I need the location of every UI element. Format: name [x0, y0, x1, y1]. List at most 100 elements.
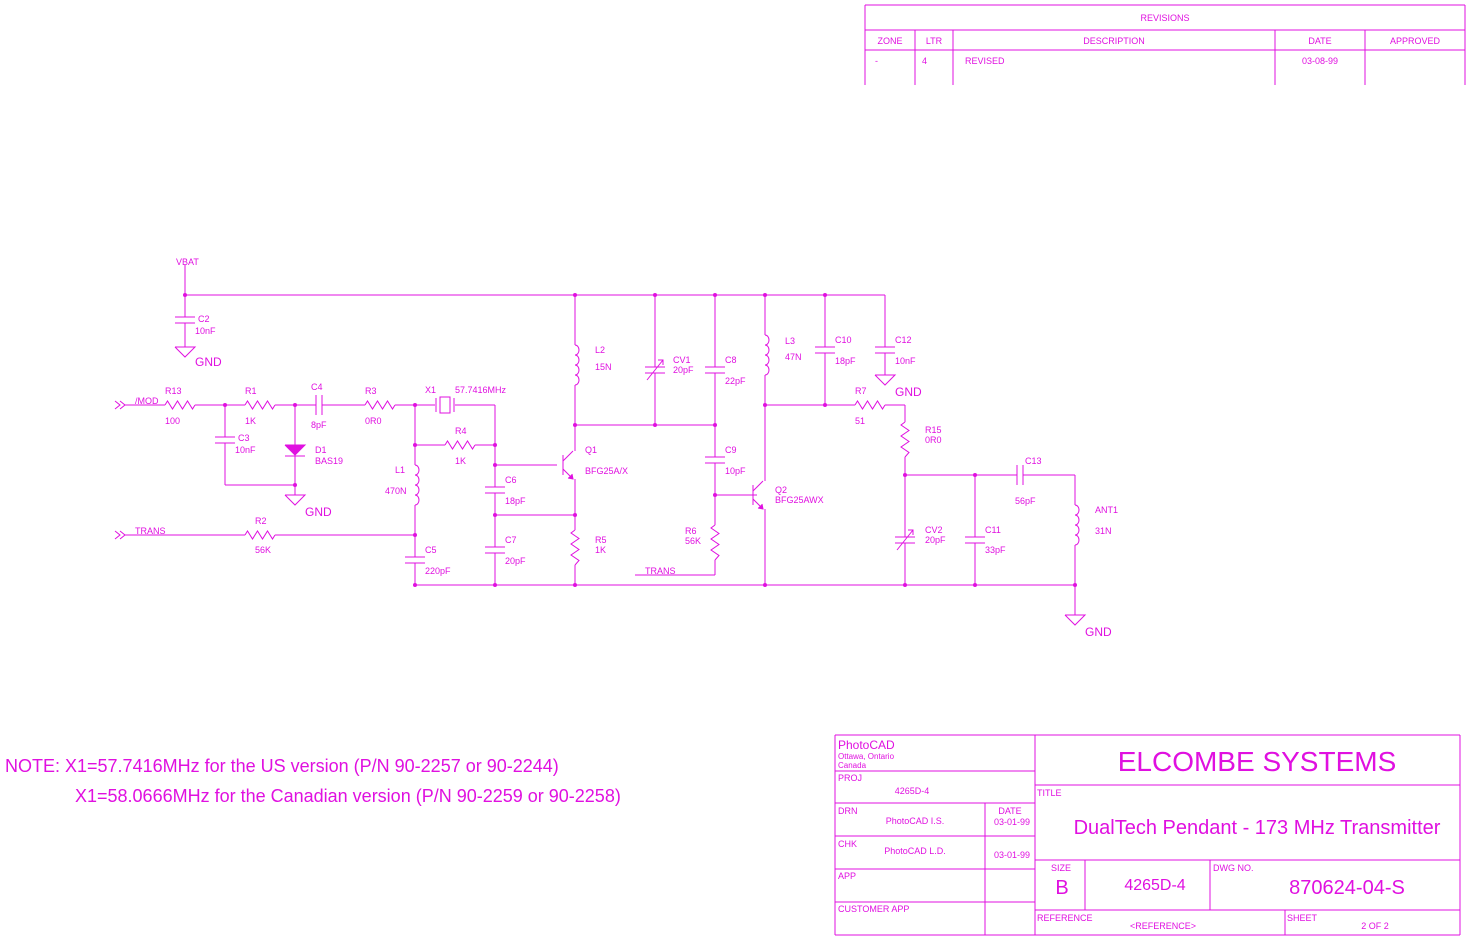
resistor-R4: [444, 440, 476, 450]
variable-arrow: [646, 359, 664, 381]
component-value-c3: 10nF: [235, 445, 256, 455]
wire-gap: [436, 398, 454, 412]
transistor-Q2: [752, 480, 764, 510]
inductor-ANT1: [1074, 504, 1082, 546]
sheet-value: 2 OF 2: [1361, 921, 1389, 931]
inductor-L2: [574, 344, 582, 386]
component-value-r1: 1K: [245, 416, 256, 426]
component-ref-l2: L2: [595, 345, 605, 355]
capacitor-C13: [1016, 464, 1024, 486]
component-value-cv1: 20pF: [673, 365, 694, 375]
wire-gap: [710, 525, 720, 560]
junction-dot: [293, 483, 297, 487]
junction-dot: [973, 473, 977, 477]
capacitor-C11: [964, 536, 986, 544]
proj-value: 4265D-4: [895, 786, 930, 796]
component-ref-r2: R2: [255, 516, 267, 526]
capacitor-C9: [704, 456, 726, 464]
date-label: DATE: [998, 806, 1021, 816]
junction-dot: [573, 423, 577, 427]
wire-gap: [316, 394, 322, 416]
junction-dot: [413, 403, 417, 407]
wire-gap: [414, 465, 422, 505]
resistor-R7: [854, 400, 886, 410]
capacitor-C5: [404, 556, 426, 564]
cad-city: Ottawa, Ontario: [838, 752, 895, 761]
wire-gap: [704, 457, 726, 463]
customer-app-label: CUSTOMER APP: [838, 904, 909, 914]
revisions-header: DATE: [1308, 36, 1331, 46]
capacitor-C3: [214, 436, 236, 444]
revisions-cell: -: [875, 56, 878, 66]
component-ref-c13: C13: [1025, 456, 1042, 466]
revisions-header: APPROVED: [1390, 36, 1441, 46]
net-label-gnd: GND: [895, 385, 922, 399]
component-value-x1: 57.7416MHz: [455, 385, 507, 395]
sheet-label: SHEET: [1287, 913, 1318, 923]
drawing-number: 870624-04-S: [1289, 877, 1405, 899]
wire-gap: [404, 557, 426, 563]
symbol-stroke: [567, 473, 574, 480]
drn-date: 03-01-99: [994, 817, 1030, 827]
input-port-trans: [114, 530, 126, 540]
wire-gap: [814, 347, 836, 353]
component-ref-r1: R1: [245, 386, 257, 396]
revisions-header: DESCRIPTION: [1083, 36, 1145, 46]
symbol-stroke: [710, 524, 720, 561]
revisions-cell: 03-08-99: [1302, 56, 1338, 66]
size-value: B: [1055, 877, 1068, 899]
component-value-r4: 1K: [455, 456, 466, 466]
ground-symbol: [874, 374, 897, 386]
junction-dot: [1073, 583, 1077, 587]
transistor-collector: [752, 480, 764, 492]
ground-symbol: [284, 494, 307, 506]
component-value-q2: BFG25AWX: [775, 495, 824, 505]
component-ref-l1: L1: [395, 465, 405, 475]
component-ref-c7: C7: [505, 535, 517, 545]
component-value-c4: 8pF: [311, 420, 327, 430]
company-name: ELCOMBE SYSTEMS: [1118, 746, 1397, 777]
junction-dot: [713, 493, 717, 497]
junction-dot: [973, 583, 977, 587]
component-value-ant1: 31N: [1095, 526, 1112, 536]
junction-dot: [493, 513, 497, 517]
component-ref-c8: C8: [725, 355, 737, 365]
net-label-gnd: GND: [305, 505, 332, 519]
symbol-stroke: [114, 530, 121, 540]
symbol-stroke: [364, 400, 396, 410]
cad-country: Canada: [838, 761, 867, 770]
symbol-stroke: [284, 494, 307, 506]
resistor-R3: [364, 400, 396, 410]
component-ref-c3: C3: [238, 433, 250, 443]
component-value-r13: 100: [165, 416, 180, 426]
net-label-mod: /MOD: [135, 396, 159, 406]
diode-D1: [284, 444, 307, 457]
component-value-l2: 15N: [595, 362, 612, 372]
wire-gap: [704, 367, 726, 373]
resistor-R1: [244, 400, 276, 410]
wire-gap: [900, 422, 910, 457]
junction-dot: [183, 293, 187, 297]
component-value-r6: 56K: [685, 536, 701, 546]
resistor-R2: [244, 530, 276, 540]
component-value-c9: 10pF: [725, 466, 746, 476]
net-label-trans: TRANS: [645, 566, 676, 576]
title-block: [834, 734, 1461, 936]
component-ref-r15: R15: [925, 425, 942, 435]
reference-value: <REFERENCE>: [1130, 921, 1196, 931]
resistor-R13: [164, 400, 196, 410]
input-port-mod: [114, 400, 126, 410]
component-ref-r3: R3: [365, 386, 377, 396]
net-label-gnd: GND: [1085, 625, 1112, 639]
reference-label: REFERENCE: [1037, 913, 1093, 923]
component-ref-x1: X1: [425, 385, 436, 395]
resistor-R15: [900, 421, 910, 458]
wire-gap: [764, 335, 772, 375]
junction-dot: [713, 293, 717, 297]
net-label-gnd: GND: [195, 355, 222, 369]
wire-gap: [874, 347, 896, 353]
proj-label: PROJ: [838, 773, 862, 783]
revisions-title: REVISIONS: [1140, 13, 1189, 23]
capacitor-C6: [484, 486, 506, 494]
capacitor-C12: [874, 346, 896, 354]
